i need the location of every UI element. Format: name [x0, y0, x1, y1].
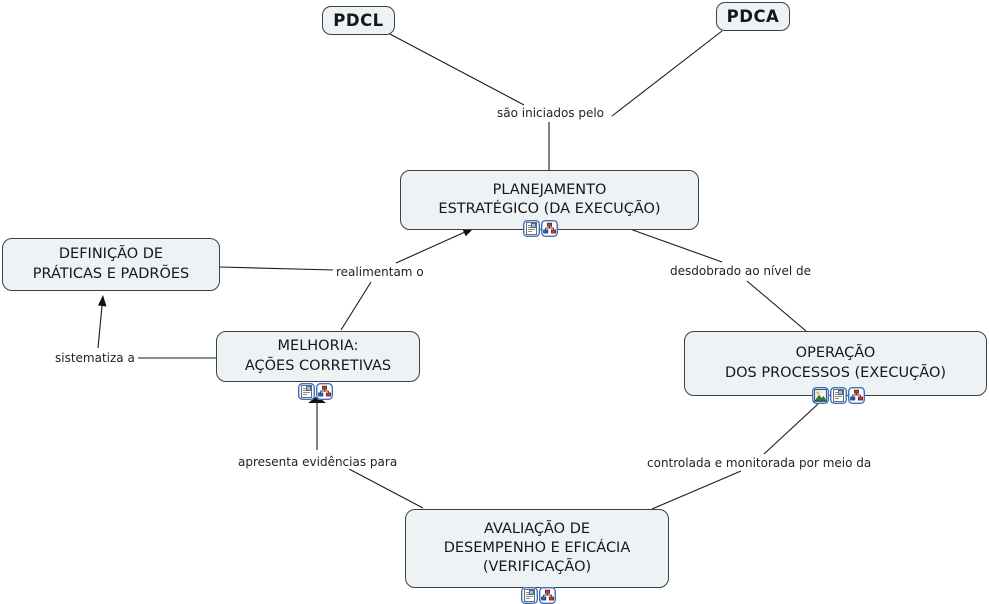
node-label-line: AVALIAÇÃO DE [483, 520, 591, 537]
node-label-line: MELHORIA: [277, 338, 359, 355]
document-resource-icon[interactable] [298, 383, 315, 400]
concept-map-resource-icon[interactable] [316, 383, 333, 400]
node-label-line: DOS PROCESSOS (EXECUÇÃO) [724, 364, 947, 381]
resource-icons-avaliacao [521, 587, 556, 604]
node-label-line: DESEMPENHO E EFICÁCIA [443, 539, 631, 556]
node-label-line: (VERIFICAÇÃO) [482, 559, 592, 576]
link-label-realimentam[interactable]: realimentam o [333, 265, 427, 279]
concept-node-definicao[interactable]: DEFINIÇÃO DE PRÁTICAS E PADRÕES [2, 238, 220, 291]
node-label-line: AÇÕES CORRETIVAS [244, 357, 392, 374]
resource-icons-operacao [812, 387, 865, 404]
node-label-line: PRÁTICAS E PADRÕES [32, 265, 190, 282]
concept-node-melhoria[interactable]: MELHORIA: AÇÕES CORRETIVAS [216, 331, 420, 382]
resource-icons-melhoria [298, 383, 333, 400]
link-label-sao-iniciados[interactable]: são iniciados pelo [494, 106, 608, 120]
concept-node-planejamento[interactable]: PLANEJAMENTO ESTRATÉGICO (DA EXECUÇÃO) [400, 170, 699, 230]
concept-map-resource-icon[interactable] [541, 220, 558, 237]
concept-map-resource-icon[interactable] [539, 587, 556, 604]
image-resource-icon[interactable] [812, 387, 829, 404]
document-resource-icon[interactable] [830, 387, 847, 404]
link-label-controlada[interactable]: controlada e monitorada por meio da [644, 456, 875, 470]
document-resource-icon[interactable] [521, 587, 538, 604]
node-label-line: OPERAÇÃO [795, 345, 876, 362]
link-label-desdobrado[interactable]: desdobrado ao nível de [667, 264, 814, 278]
resource-icons-planejamento [523, 220, 558, 237]
concept-map-resource-icon[interactable] [848, 387, 865, 404]
node-label-line: DEFINIÇÃO DE [58, 246, 164, 263]
concept-node-pdcl[interactable]: PDCL [322, 6, 395, 35]
node-label-line: PLANEJAMENTO [492, 181, 607, 198]
document-resource-icon[interactable] [523, 220, 540, 237]
concept-node-pdca[interactable]: PDCA [716, 2, 790, 31]
node-label: PDCL [333, 10, 384, 30]
link-label-sistematiza[interactable]: sistematiza a [52, 351, 138, 365]
node-label: PDCA [726, 6, 780, 26]
node-label-line: ESTRATÉGICO (DA EXECUÇÃO) [438, 201, 661, 217]
link-label-apresenta[interactable]: apresenta evidências para [235, 455, 401, 469]
concept-node-avaliacao[interactable]: AVALIAÇÃO DE DESEMPENHO E EFICÁCIA (VERI… [405, 509, 669, 588]
